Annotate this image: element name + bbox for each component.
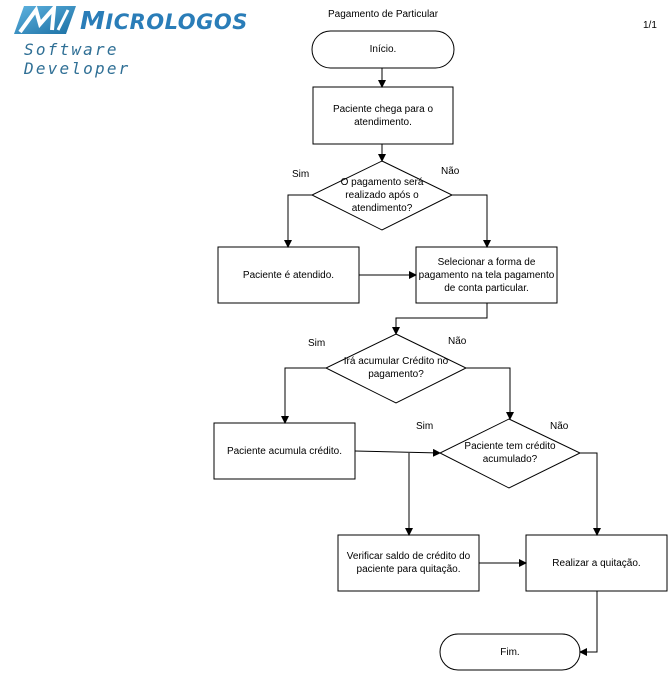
decision-has-credit-no-label: Não [550,421,569,432]
edge-decision-no-select [452,194,491,248]
verify-balance-label: Verificar saldo de crédito do paciente p… [346,551,471,575]
decision-has-credit-yes-label: Sim [416,421,434,432]
decision-has-credit-label: Paciente tem crédito acumulado? [464,441,556,465]
edge-accumulate-has-credit [354,448,441,457]
arrive-label: Paciente chega para o atendimento. [332,103,434,128]
diagram-title: Pagamento de Particular [328,9,439,20]
edge-credit-yes-accumulate [281,367,326,424]
accumulate-label: Paciente acumula crédito. [226,445,343,457]
settle-label: Realizar a quitação. [552,557,641,569]
decision-after-yes-label: Sim [292,169,310,180]
logo-name: MICROLOGOS [80,6,248,35]
end-label: Fim. [500,646,520,658]
page-indicator: 1/1 [643,20,657,31]
attended-process [217,246,360,304]
decision-credit-yes-label: Sim [308,338,326,349]
start-terminal [311,30,455,69]
decision-after-shape [310,160,454,231]
decision-credit-no-label: Não [448,336,467,347]
decision-has-credit-shape [438,418,582,489]
edge-decision-yes-attended [284,194,312,248]
logo-subtitle: Software Developer [24,40,131,78]
edge-has-credit-no-settle [580,452,601,536]
micrologos-m-icon [14,4,76,34]
settle-process [525,534,668,592]
company-logo: MICROLOGOS Software Developer [4,2,247,78]
verify-balance-process [337,534,480,592]
edge-credit-no-has-credit [466,367,514,420]
accumulate-process [213,422,356,480]
edge-settle-end [579,591,598,656]
attended-label: Paciente é atendido. [242,269,335,281]
decision-credit-shape [324,333,468,404]
decision-after-no-label: Não [441,166,460,177]
select-payment-label: Selecionar a forma de pagamento na tela … [418,256,555,294]
arrive-process [312,86,454,145]
decision-after-label: O pagamento será realizado após o atendi… [340,176,424,214]
edge-select-decision-credit [392,303,488,335]
start-label: Início. [369,44,397,55]
decision-credit-label: Irá acumular Crédito no pagamento? [343,356,449,380]
